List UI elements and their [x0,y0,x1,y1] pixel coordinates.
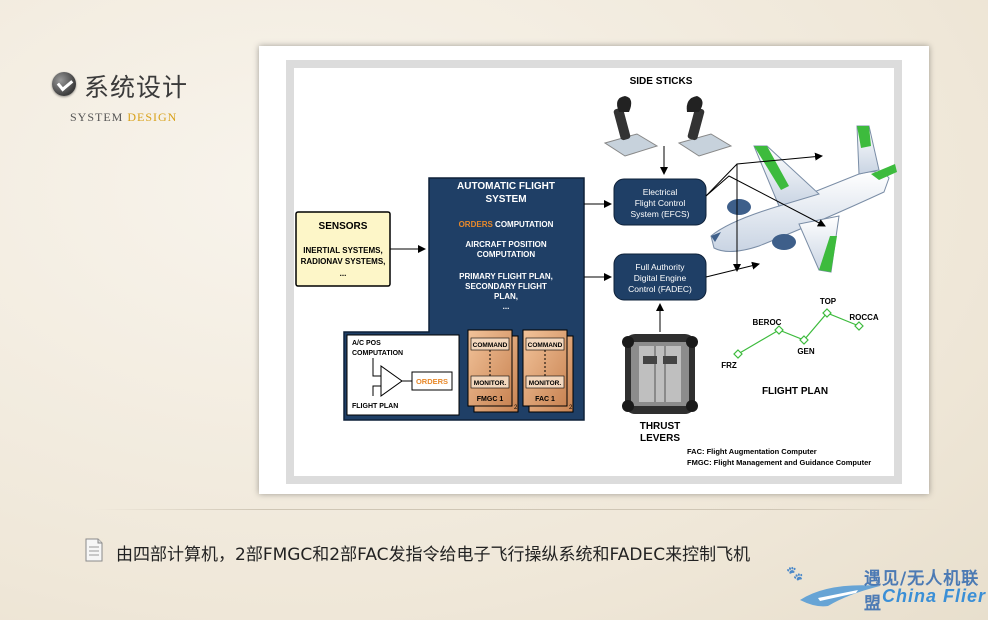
fmgc-unit: 2 COMMAND MONITOR. FMGC 1 [467,329,519,413]
waypoint-frz: FRZ [721,361,737,370]
svg-text:2: 2 [569,405,573,411]
legend-fac: FAC: Flight Augmentation Computer [687,447,817,456]
check-badge-icon [52,72,76,96]
flight-plan-title: FLIGHT PLAN [762,386,828,397]
inner-flight-plan: FLIGHT PLAN [352,403,398,410]
afs-title-line2: SYSTEM [485,194,526,205]
afs-orders-computation: ORDERS COMPUTATION [459,220,554,229]
amplifier-icon [380,365,403,397]
fadec-line1: Full Authority [635,262,685,272]
fac-monitor: MONITOR. [529,380,562,387]
efcs-line3: System (EFCS) [630,209,689,219]
fac-label: FAC 1 [535,396,555,403]
afs-pos-line1: AIRCRAFT POSITION [465,240,547,249]
fmgc-monitor: MONITOR. [474,380,507,387]
afs-plan-line3: PLAN, [494,292,518,301]
orders-label: ORDERS [416,377,448,386]
thrust-levers-icon [622,334,698,414]
efcs-box [613,178,707,226]
fac-command: COMMAND [528,342,563,349]
side-stick-left-icon [603,96,659,157]
thrust-levers-line2: LEVERS [640,433,680,444]
wechat-icon: 🐾 [786,566,804,582]
legend-fmgc: FMGC: Flight Management and Guidance Com… [687,458,871,467]
side-stick-right-icon [677,96,733,157]
waypoint-gen: GEN [797,347,815,356]
fmgc-command: COMMAND [473,342,508,349]
plane-logo-icon [800,585,880,607]
afs-title-line1: AUTOMATIC FLIGHT [457,181,555,192]
fadec-line2: Digital Engine [634,273,687,283]
ac-pos-line2: COMPUTATION [352,350,403,357]
slide-title-en: SYSTEM DESIGN [70,110,178,124]
sensors-line2: RADIONAV SYSTEMS, [301,257,386,266]
thrust-levers-line1: THRUST [640,421,681,432]
waypoint-beroc: BEROC [753,318,782,327]
slide-title: 系统设计 SYSTEM DESIGN [52,66,252,136]
caption-text: 由四部计算机，2部FMGC和2部FAC发指令给电子飞行操纵系统和FADEC来控制… [116,545,751,565]
afs-plan-line1: PRIMARY FLIGHT PLAN, [459,272,553,281]
diagram-card: SIDE STICKS SENSORS INERTIAL SYSTEMS, RA… [259,46,929,494]
document-icon [85,538,103,562]
orders-box [411,371,453,391]
afs-pos-line2: COMPUTATION [477,250,536,259]
waypoint-top: TOP [820,297,837,306]
watermark: 🐾 遇见/无人机联盟 China Flier [786,562,986,618]
fmgc-label: FMGC 1 [477,396,504,403]
sensors-title: SENSORS [319,221,368,232]
slide-title-cn: 系统设计 [84,73,189,102]
svg-text:2: 2 [514,405,518,411]
efcs-line2: Flight Control [635,198,686,208]
sensors-line3: ... [340,269,347,278]
ac-pos-line1: A/C POS [352,340,381,347]
afs-plan-line4: ... [503,302,510,311]
side-sticks-label: SIDE STICKS [630,76,693,87]
watermark-cn: 遇见/无人机联盟 [864,569,980,614]
watermark-en: China Flier [882,586,987,606]
sensors-line1: INERTIAL SYSTEMS, [303,246,382,255]
waypoint-rocca: ROCCA [849,313,879,322]
fac-unit: 2 COMMAND MONITOR. FAC 1 [522,329,574,413]
divider-line [95,509,940,510]
efcs-line1: Electrical [643,187,678,197]
afs-plan-line2: SECONDARY FLIGHT [465,282,547,291]
fadec-line3: Control (FADEC) [628,284,692,294]
